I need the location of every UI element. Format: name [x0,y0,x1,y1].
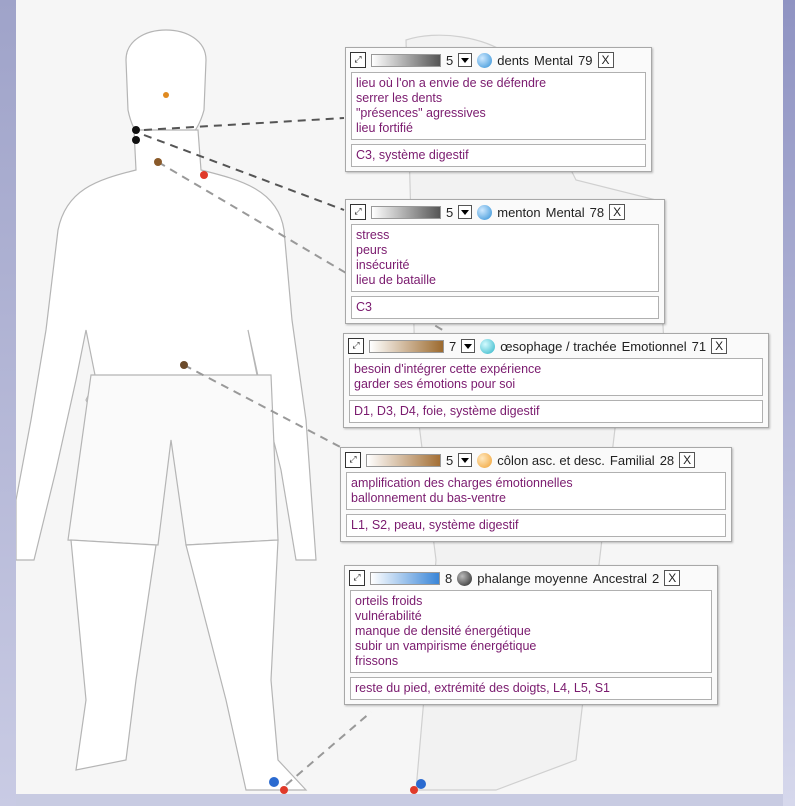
list-item: besoin d'intégrer cette expérience [354,362,758,377]
intensity-slider[interactable] [370,572,440,585]
close-button[interactable]: X [711,338,727,354]
chevron-down-icon[interactable] [458,205,472,219]
footer-text: L1, S2, peau, système digestif [351,518,721,533]
level-value: 8 [445,571,452,586]
symptom-panel-menton: ⤢ 5 menton Mental 78 X stress peurs insé… [345,199,665,324]
panel-score: 78 [590,205,604,220]
panel-category: Familial [610,453,655,468]
panel-category: Mental [546,205,585,220]
panel-title: côlon asc. et desc. [497,453,605,468]
close-button[interactable]: X [664,570,680,586]
level-value: 5 [446,53,453,68]
footer-box: C3 [351,296,659,319]
list-item: manque de densité énergétique [355,624,707,639]
footer-text: C3 [356,300,654,315]
footer-box: L1, S2, peau, système digestif [346,514,726,537]
panel-category: Mental [534,53,573,68]
status-ball-icon [457,571,472,586]
intensity-slider[interactable] [366,454,441,467]
expand-icon[interactable]: ⤢ [345,452,361,468]
panel-title: menton [497,205,540,220]
footer-text: D1, D3, D4, foie, système digestif [354,404,758,419]
list-item: ballonnement du bas-ventre [351,491,721,506]
panel-score: 2 [652,571,659,586]
list-item: lieu où l'on a envie de se défendre [356,76,641,91]
footer-text: reste du pied, extrémité des doigts, L4,… [355,681,707,696]
status-ball-icon [477,205,492,220]
panel-title: phalange moyenne [477,571,588,586]
list-item: garder ses émotions pour soi [354,377,758,392]
close-button[interactable]: X [679,452,695,468]
footer-box: C3, système digestif [351,144,646,167]
chevron-down-icon[interactable] [458,53,472,67]
description-list: besoin d'intégrer cette expérience garde… [349,358,763,396]
description-list: stress peurs insécurité lieu de bataille [351,224,659,292]
list-item: subir un vampirisme énergétique [355,639,707,654]
list-item: amplification des charges émotionnelles [351,476,721,491]
footer-box: reste du pied, extrémité des doigts, L4,… [350,677,712,700]
symptom-panel-phalange: ⤢ 8 phalange moyenne Ancestral 2 X ortei… [344,565,718,705]
panel-category: Emotionnel [622,339,687,354]
list-item: serrer les dents [356,91,641,106]
chevron-down-icon[interactable] [461,339,475,353]
expand-icon[interactable]: ⤢ [350,204,366,220]
intensity-slider[interactable] [371,54,441,67]
list-item: lieu fortifié [356,121,641,136]
status-ball-icon [477,453,492,468]
left-window-edge [0,0,16,806]
list-item: insécurité [356,258,654,273]
panel-score: 79 [578,53,592,68]
panel-category: Ancestral [593,571,647,586]
list-item: orteils froids [355,594,707,609]
panel-score: 28 [660,453,674,468]
list-item: vulnérabilité [355,609,707,624]
list-item: frissons [355,654,707,669]
symptom-panel-oesophage: ⤢ 7 œsophage / trachée Emotionnel 71 X b… [343,333,769,428]
panel-score: 71 [692,339,706,354]
description-list: orteils froids vulnérabilité manque de d… [350,590,712,673]
close-button[interactable]: X [598,52,614,68]
panel-title: dents [497,53,529,68]
expand-icon[interactable]: ⤢ [350,52,366,68]
level-value: 5 [446,453,453,468]
expand-icon[interactable]: ⤢ [348,338,364,354]
close-button[interactable]: X [609,204,625,220]
list-item: peurs [356,243,654,258]
list-item: "présences" agressives [356,106,641,121]
level-value: 7 [449,339,456,354]
bottom-window-edge [16,794,783,806]
footer-box: D1, D3, D4, foie, système digestif [349,400,763,423]
panel-title: œsophage / trachée [500,339,616,354]
intensity-slider[interactable] [369,340,444,353]
level-value: 5 [446,205,453,220]
intensity-slider[interactable] [371,206,441,219]
status-ball-icon [480,339,495,354]
right-window-edge [783,0,795,806]
list-item: lieu de bataille [356,273,654,288]
status-ball-icon [477,53,492,68]
footer-text: C3, système digestif [356,148,641,163]
symptom-panel-dents: ⤢ 5 dents Mental 79 X lieu où l'on a env… [345,47,652,172]
list-item: stress [356,228,654,243]
description-list: amplification des charges émotionnelles … [346,472,726,510]
expand-icon[interactable]: ⤢ [349,570,365,586]
description-list: lieu où l'on a envie de se défendre serr… [351,72,646,140]
symptom-panel-colon: ⤢ 5 côlon asc. et desc. Familial 28 X am… [340,447,732,542]
chevron-down-icon[interactable] [458,453,472,467]
